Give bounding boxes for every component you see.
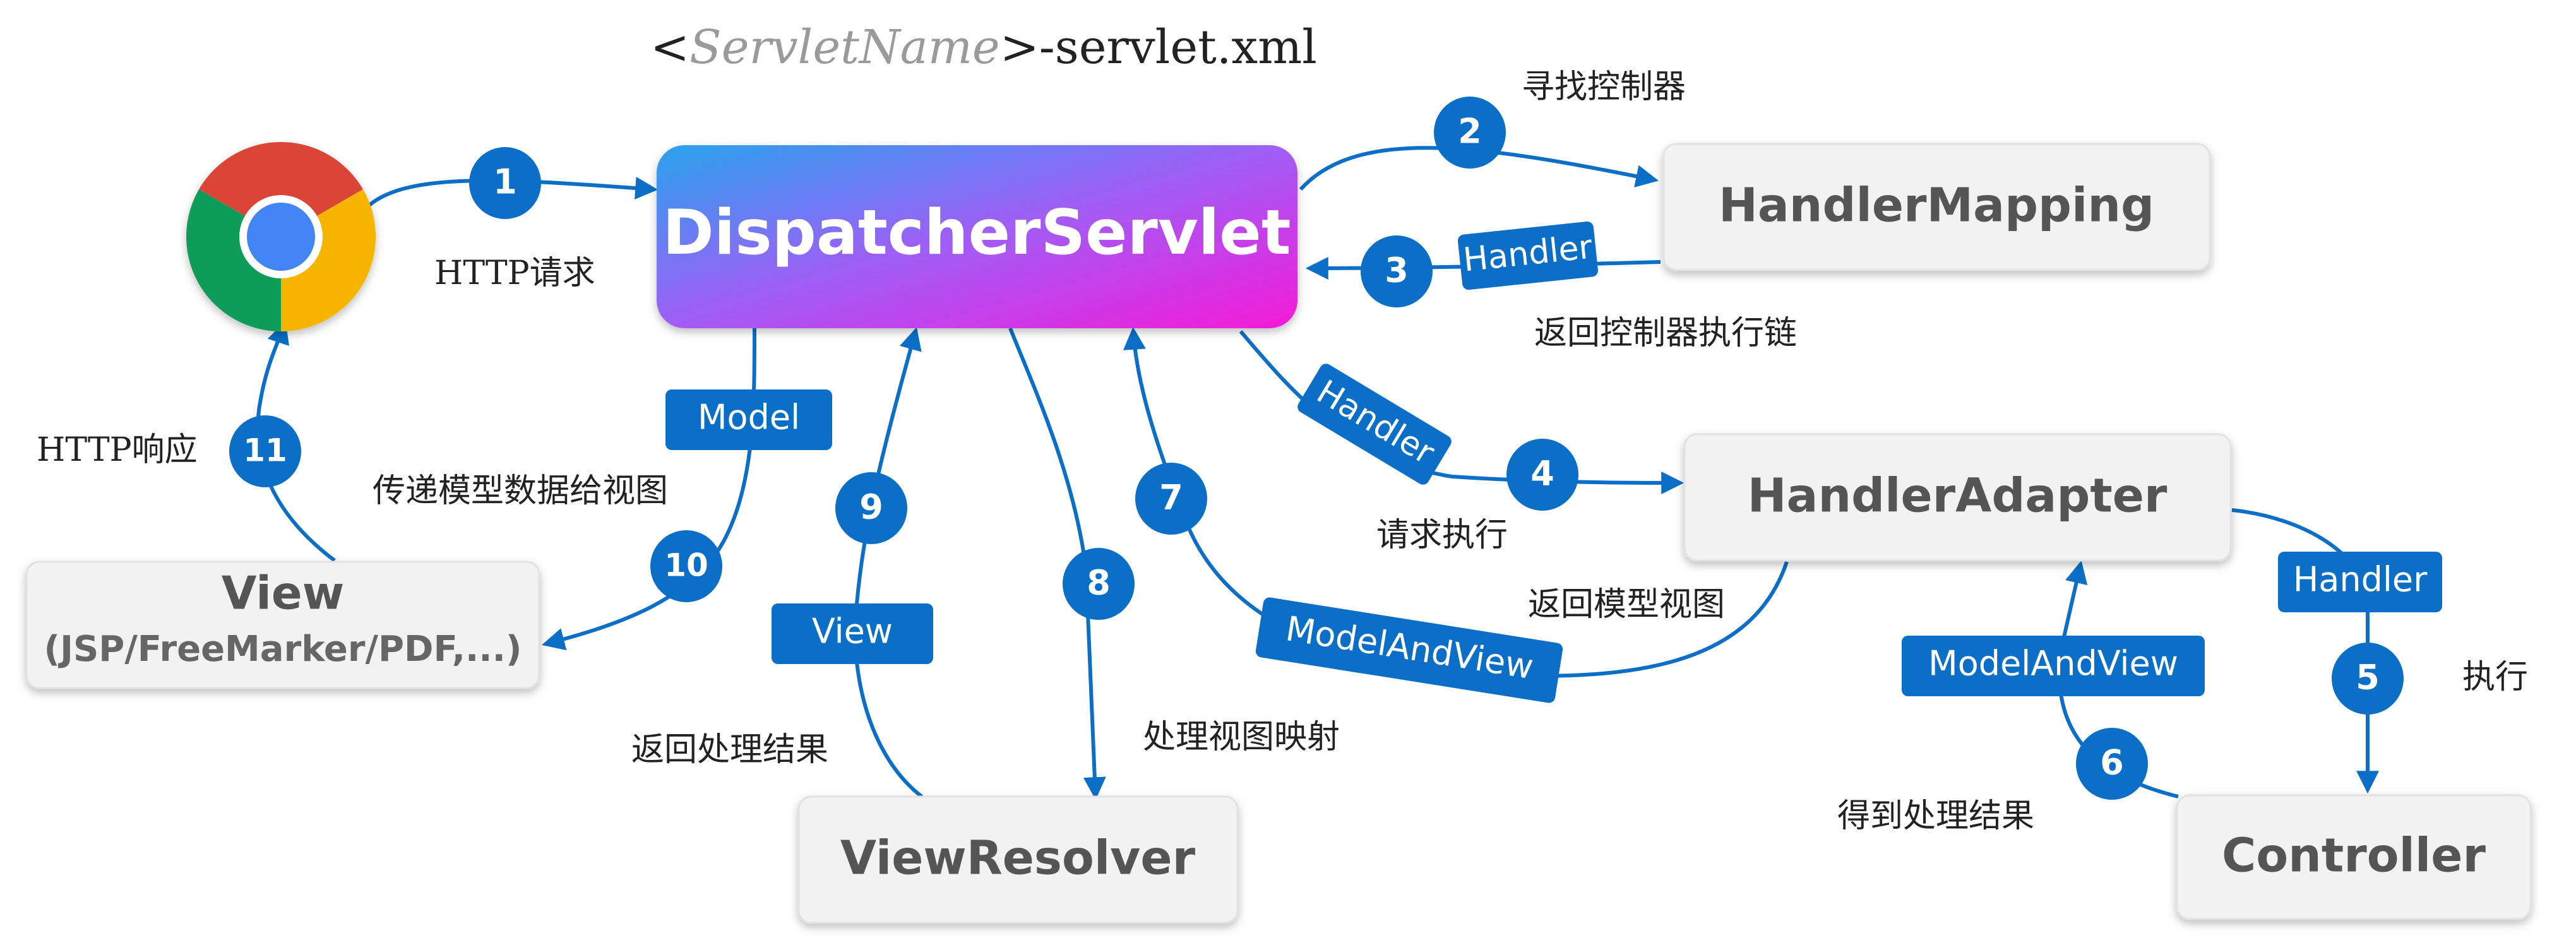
arrow-2-find-controller <box>1299 146 1659 191</box>
tag-view-text: View <box>812 612 893 651</box>
step-circle-11: 11 <box>229 415 301 487</box>
step-number-6: 6 <box>2100 743 2124 783</box>
view-resolver-label: ViewResolver <box>840 831 1196 886</box>
title-servlet-name: ServletName <box>689 20 1000 74</box>
step-number-2: 2 <box>1458 112 1482 151</box>
arrow-9-return-result <box>853 327 923 798</box>
tag-handler-3: Handler <box>1457 221 1599 290</box>
label-view-mapping: 处理视图映射 <box>1143 718 1340 756</box>
step-circle-6: 6 <box>2076 728 2148 800</box>
label-pass-model: 传递模型数据给视图 <box>373 472 668 510</box>
step-number-11: 11 <box>243 432 287 469</box>
label-return-result: 返回处理结果 <box>631 731 828 769</box>
step-circle-3: 3 <box>1361 235 1433 307</box>
controller-node: Controller <box>2176 794 2532 920</box>
tag-model-text: Model <box>698 398 800 437</box>
arrow-4-request-execute <box>1239 330 1685 494</box>
step-number-9: 9 <box>859 487 883 527</box>
arrow-8-view-mapping <box>1008 327 1106 800</box>
step-number-10: 10 <box>664 547 708 584</box>
view-node: View (JSP/FreeMarker/PDF,...) <box>25 561 540 689</box>
handler-mapping-node: HandlerMapping <box>1662 143 2211 271</box>
dispatcher-servlet-label: DispatcherServlet <box>662 197 1291 269</box>
step-circle-2: 2 <box>1434 97 1506 169</box>
tag-handler-5-text: Handler <box>2293 560 2428 600</box>
view-title: View <box>222 567 344 620</box>
step-circle-10: 10 <box>650 530 722 602</box>
step-circle-1: 1 <box>469 147 541 219</box>
step-number-7: 7 <box>1159 478 1183 518</box>
handler-adapter-label: HandlerAdapter <box>1748 469 2168 523</box>
step-circle-4: 4 <box>1506 439 1578 511</box>
step-number-8: 8 <box>1087 563 1111 603</box>
step-circle-7: 7 <box>1135 463 1207 535</box>
tag-handler-5: Handler <box>2278 552 2442 612</box>
controller-label: Controller <box>2222 829 2486 883</box>
label-request-execute: 请求执行 <box>1376 516 1508 554</box>
step-circle-5: 5 <box>2332 643 2404 715</box>
label-return-chain: 返回控制器执行链 <box>1534 314 1797 352</box>
view-subtitle: (JSP/FreeMarker/PDF,...) <box>44 629 522 670</box>
step-number-3: 3 <box>1385 251 1409 290</box>
view-resolver-node: ViewResolver <box>797 795 1239 924</box>
chrome-browser-icon <box>186 142 376 331</box>
step-number-1: 1 <box>493 162 517 202</box>
handler-adapter-node: HandlerAdapter <box>1683 433 2232 562</box>
tag-model-and-view-6: ModelAndView <box>1902 636 2205 696</box>
dispatcher-servlet-node: DispatcherServlet <box>657 145 1297 328</box>
title-suffix: >-servlet.xml <box>1000 20 1317 74</box>
handler-mapping-label: HandlerMapping <box>1719 179 2154 233</box>
config-file-title: <ServletName>-servlet.xml <box>650 20 1317 74</box>
tag-model-and-view-7: ModelAndView <box>1255 597 1563 703</box>
label-get-result: 得到处理结果 <box>1837 797 2034 835</box>
label-execute: 执行 <box>2462 658 2528 696</box>
step-circle-9: 9 <box>835 472 907 544</box>
title-open-bracket: < <box>650 20 689 74</box>
tag-handler-4: Handler <box>1297 364 1452 485</box>
label-http-request: HTTP请求 <box>434 254 595 292</box>
step-circle-8: 8 <box>1063 548 1135 620</box>
tag-model-and-view-6-text: ModelAndView <box>1928 644 2178 684</box>
tag-model: Model <box>665 389 832 450</box>
tag-view: View <box>772 603 933 664</box>
label-return-model-view: 返回模型视图 <box>1528 586 1725 624</box>
label-find-controller: 寻找控制器 <box>1522 68 1686 106</box>
label-http-response: HTTP响应 <box>37 431 198 469</box>
step-number-4: 4 <box>1530 454 1554 494</box>
step-number-5: 5 <box>2356 658 2380 698</box>
